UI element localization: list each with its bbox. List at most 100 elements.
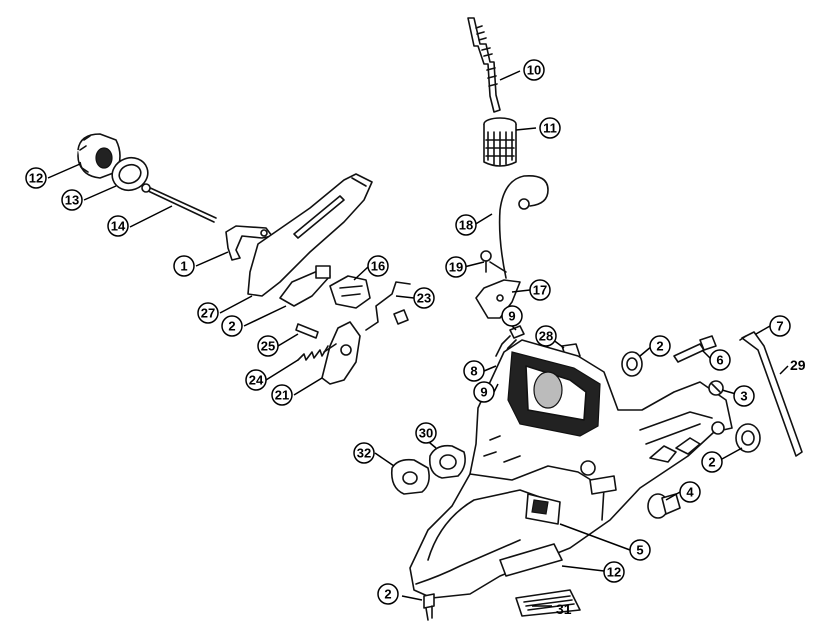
callout-number: 1 <box>180 259 187 274</box>
callout-number: 8 <box>470 364 477 379</box>
callout-24: 24 <box>245 369 267 391</box>
callout-bubble <box>107 215 129 237</box>
callout-number: 14 <box>111 219 126 234</box>
callout-number: 10 <box>527 63 541 78</box>
callout-25: 25 <box>257 335 279 357</box>
callout-32: 32 <box>353 442 375 464</box>
callout-3: 3 <box>733 385 755 407</box>
callout-30: 30 <box>415 422 437 444</box>
callout-bubble <box>501 305 523 327</box>
callout-bubble <box>455 214 477 236</box>
callout-bubble <box>221 315 243 337</box>
main-housing-part <box>409 339 733 599</box>
callout-6: 6 <box>709 349 731 371</box>
grommet-part <box>621 351 643 377</box>
callout-bubble <box>413 287 435 309</box>
label-29: 29 <box>790 357 806 373</box>
callout-14: 14 <box>107 215 129 237</box>
callout-bubble <box>353 442 375 464</box>
large-grommet-part <box>735 423 761 453</box>
callout-2: 2 <box>221 315 243 337</box>
callout-17: 17 <box>529 279 551 301</box>
gasket-2-part <box>390 458 430 495</box>
callout-bubble <box>709 349 731 371</box>
trigger-part <box>321 321 361 385</box>
callout-27: 27 <box>197 302 219 324</box>
gasket-part <box>428 444 466 479</box>
pad-part <box>515 589 581 617</box>
label-31: 31 <box>556 601 572 617</box>
callout-bubble <box>415 422 437 444</box>
wire-rod-part <box>365 281 411 331</box>
callout-number: 18 <box>459 218 473 233</box>
callout-10: 10 <box>523 59 545 81</box>
callout-bubble <box>649 335 671 357</box>
callout-12: 12 <box>25 167 47 189</box>
callout-number: 9 <box>480 385 487 400</box>
callout-number: 2 <box>656 339 663 354</box>
callout-number: 9 <box>508 309 515 324</box>
washer-part <box>111 156 149 192</box>
callout-9: 9 <box>501 305 523 327</box>
callout-number: 25 <box>261 339 275 354</box>
callout-number: 2 <box>384 587 391 602</box>
callout-number: 4 <box>686 485 694 500</box>
callout-bubble <box>25 167 47 189</box>
callout-bubble <box>523 59 545 81</box>
callout-number: 21 <box>275 388 289 403</box>
callout-2: 2 <box>701 451 723 473</box>
callout-number: 16 <box>371 259 385 274</box>
callout-number: 11 <box>543 121 557 136</box>
callout-bubble <box>733 385 755 407</box>
callout-number: 17 <box>533 283 547 298</box>
callout-28: 28 <box>535 325 557 347</box>
callout-number: 28 <box>539 329 553 344</box>
callout-layer: 1011121314127216231819179282524218927633… <box>25 59 791 605</box>
knob-part <box>647 493 681 519</box>
callout-8: 8 <box>463 360 485 382</box>
callout-number: 23 <box>417 291 431 306</box>
fuel-hose-part <box>467 17 501 113</box>
handle-rod-part <box>739 331 803 457</box>
spring-part <box>297 345 329 361</box>
callout-number: 12 <box>29 171 43 186</box>
callout-number: 32 <box>357 446 371 461</box>
callout-bubble <box>629 539 651 561</box>
callout-12: 12 <box>603 561 625 583</box>
callout-number: 13 <box>65 193 79 208</box>
leader-lines <box>47 70 789 607</box>
callout-bubble <box>769 315 791 337</box>
callout-9: 9 <box>473 381 495 403</box>
callout-number: 12 <box>607 565 621 580</box>
callout-number: 30 <box>419 426 433 441</box>
callout-bubble <box>257 335 279 357</box>
lever-assembly-part <box>279 265 371 309</box>
bracket-part <box>225 225 273 261</box>
ignition-lead-part <box>489 174 549 279</box>
callout-13: 13 <box>61 189 83 211</box>
callout-bubble <box>245 369 267 391</box>
callout-2: 2 <box>377 583 399 605</box>
fuel-filter-part <box>483 117 517 167</box>
screw-part <box>480 250 492 273</box>
callout-1: 1 <box>173 255 195 277</box>
callout-18: 18 <box>455 214 477 236</box>
callout-bubble <box>539 117 561 139</box>
callout-16: 16 <box>367 255 389 277</box>
callout-number: 27 <box>201 306 215 321</box>
callout-bubble <box>367 255 389 277</box>
callout-number: 5 <box>636 543 643 558</box>
callout-bubble <box>603 561 625 583</box>
callout-bubble <box>197 302 219 324</box>
rod-part <box>141 183 217 223</box>
callout-number: 24 <box>249 373 264 388</box>
callout-21: 21 <box>271 384 293 406</box>
plug-part <box>708 380 724 396</box>
callout-2: 2 <box>649 335 671 357</box>
callout-bubble <box>61 189 83 211</box>
pin-part <box>295 323 319 339</box>
callout-5: 5 <box>629 539 651 561</box>
callout-number: 2 <box>228 319 235 334</box>
callout-bubble <box>701 451 723 473</box>
